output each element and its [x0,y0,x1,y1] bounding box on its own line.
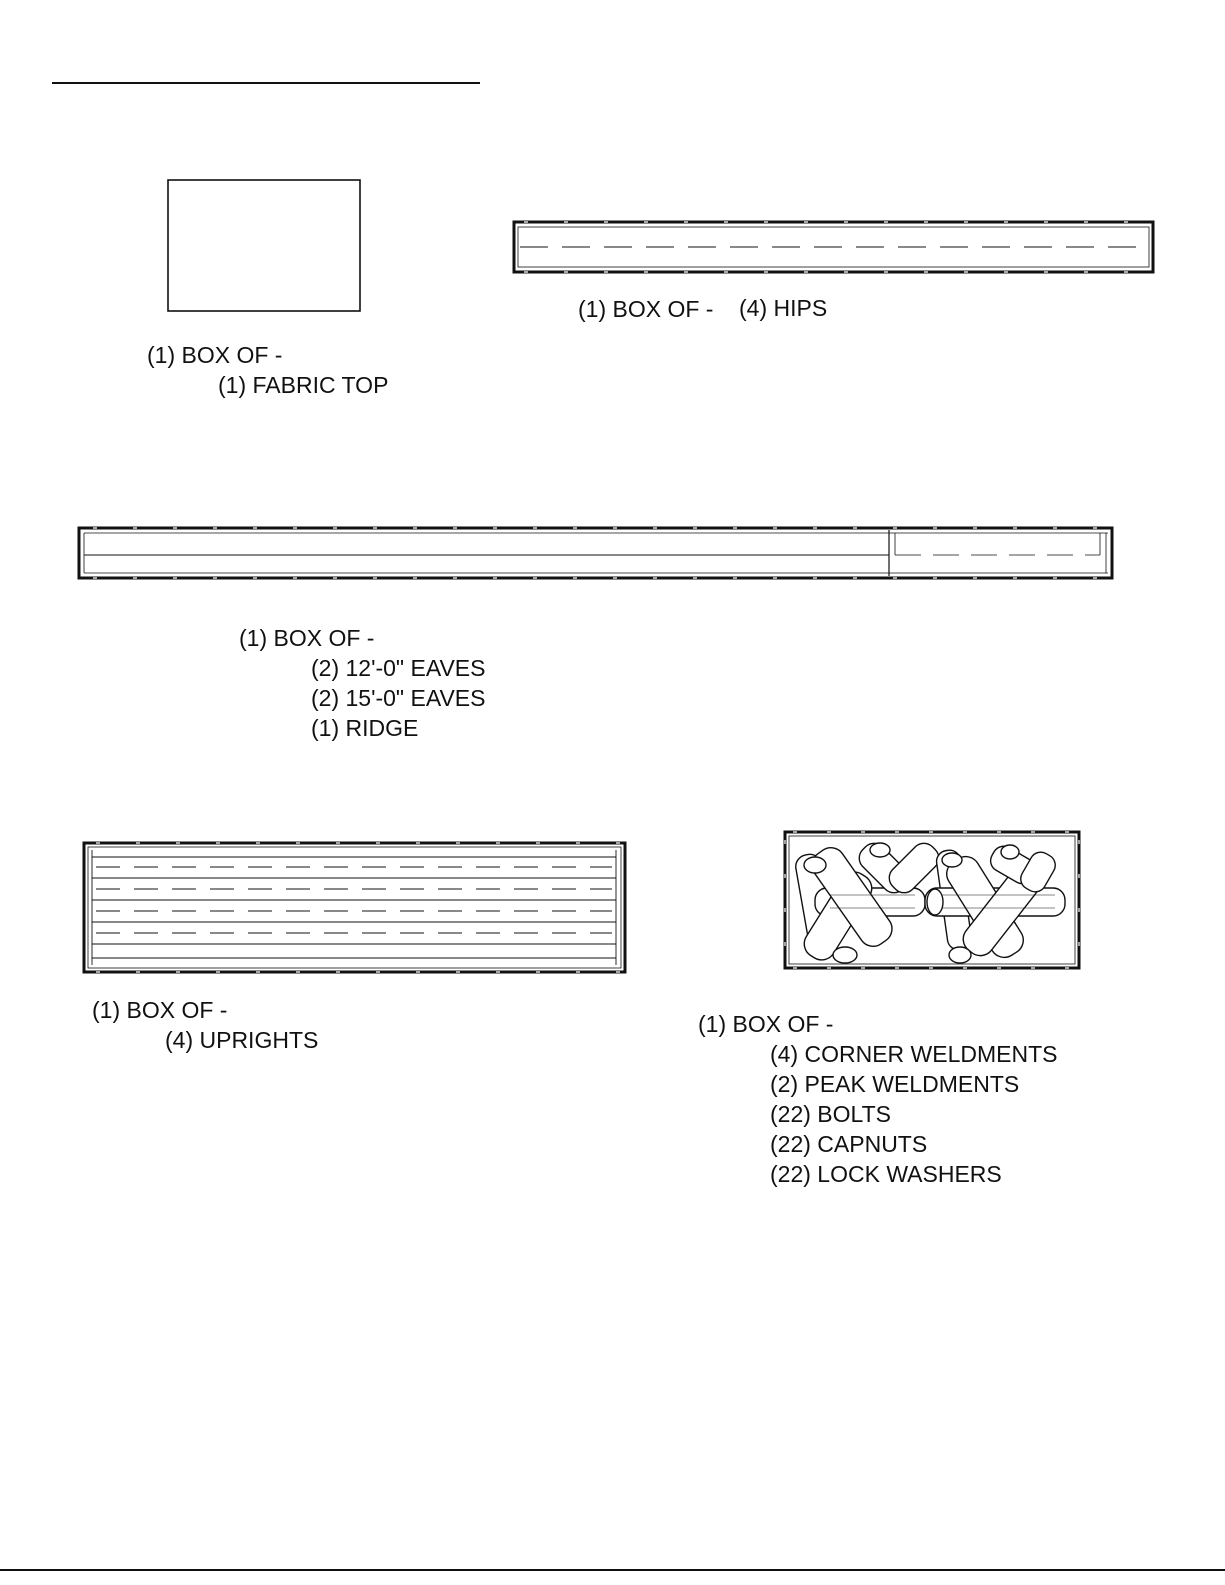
fabric-box-heading: (1) BOX OF - [147,340,282,370]
eaves-box-item: (1) RIDGE [311,713,418,743]
uprights-box-item: (4) UPRIGHTS [165,1025,318,1055]
fabric-box-item: (1) FABRIC TOP [218,370,388,400]
hardware-box-item: (2) PEAK WELDMENTS [770,1069,1019,1099]
hips-box [514,222,1153,272]
fabric-top-box [168,180,360,311]
bottom-rule [0,1569,1225,1571]
hardware-box [785,832,1079,968]
uprights-box-heading: (1) BOX OF - [92,995,227,1025]
hardware-box-item: (22) LOCK WASHERS [770,1159,1002,1189]
hardware-box-item: (4) CORNER WELDMENTS [770,1039,1058,1069]
hardware-box-heading: (1) BOX OF - [698,1009,833,1039]
hips-box-item: (4) HIPS [739,293,827,323]
eaves-box-heading: (1) BOX OF - [239,623,374,653]
uprights-box [84,843,625,972]
eaves-box [79,528,1112,578]
hardware-box-item: (22) CAPNUTS [770,1129,927,1159]
hips-box-heading: (1) BOX OF - [578,294,713,324]
hardware-box-item: (22) BOLTS [770,1099,891,1129]
eaves-box-item: (2) 12'-0" EAVES [311,653,485,683]
eaves-box-item: (2) 15'-0" EAVES [311,683,485,713]
